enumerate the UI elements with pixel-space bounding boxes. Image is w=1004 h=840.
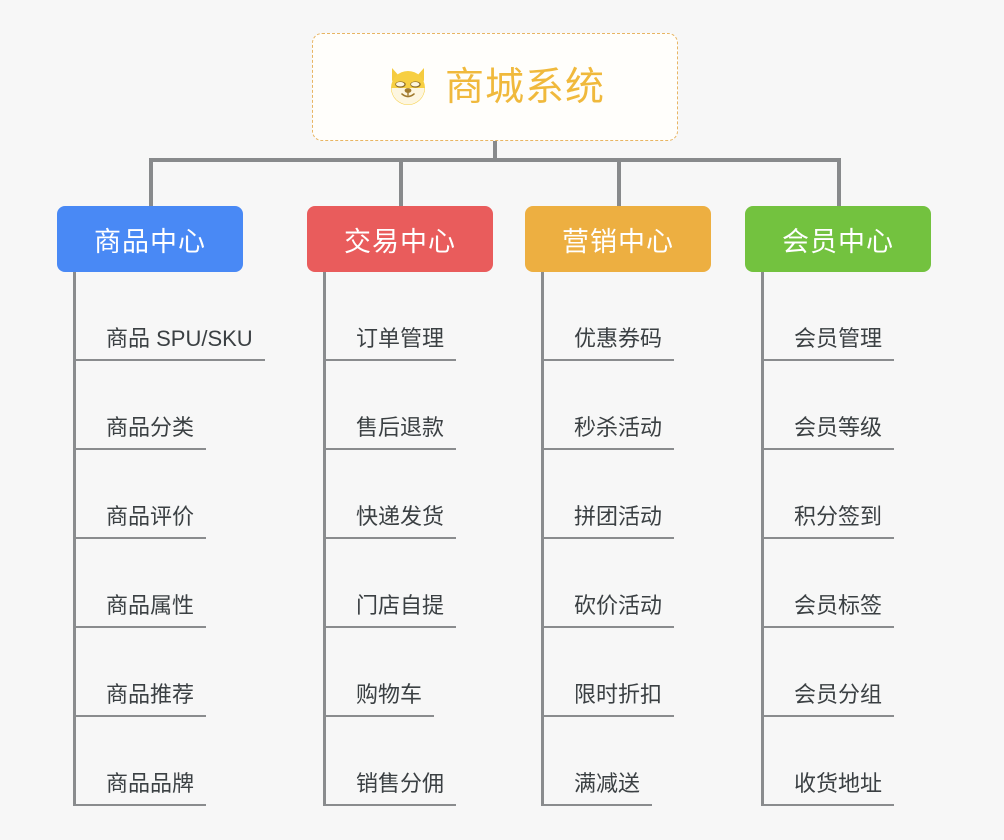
leaf-label: 商品推荐	[76, 684, 207, 717]
leaf-item[interactable]: 商品推荐	[73, 628, 289, 717]
shiba-dog-face-icon	[385, 64, 431, 110]
leaf-item[interactable]: 售后退款	[323, 361, 539, 450]
leaf-label: 优惠券码	[544, 328, 675, 361]
branch-trade-center: 交易中心 订单管理 售后退款 快递发货 门店自提 购物车 销售分佣	[307, 206, 539, 806]
branch-trunk-line	[73, 272, 76, 806]
branch-trunk-line	[541, 272, 544, 806]
leaf-item[interactable]: 优惠券码	[541, 272, 757, 361]
connector-drop-trade-center	[399, 158, 403, 206]
leaf-item[interactable]: 购物车	[323, 628, 539, 717]
leaf-label: 拼团活动	[544, 506, 675, 539]
leaf-list: 优惠券码 秒杀活动 拼团活动 砍价活动 限时折扣 满减送	[541, 272, 757, 806]
leaf-item[interactable]: 限时折扣	[541, 628, 757, 717]
leaf-label: 秒杀活动	[544, 417, 675, 450]
leaf-label: 商品 SPU/SKU	[76, 328, 265, 361]
leaf-item[interactable]: 会员标签	[761, 539, 977, 628]
leaf-label: 订单管理	[326, 328, 457, 361]
leaf-item[interactable]: 会员等级	[761, 361, 977, 450]
category-label: 交易中心	[344, 226, 456, 257]
branch-member-center: 会员中心 会员管理 会员等级 积分签到 会员标签 会员分组 收货地址	[745, 206, 977, 806]
leaf-item[interactable]: 商品分类	[73, 361, 289, 450]
leaf-item[interactable]: 门店自提	[323, 539, 539, 628]
leaf-label: 会员标签	[764, 595, 895, 628]
leaf-item[interactable]: 砍价活动	[541, 539, 757, 628]
connector-drop-marketing-center	[617, 158, 621, 206]
leaf-item[interactable]: 商品 SPU/SKU	[73, 272, 289, 361]
connector-horizontal-bus	[149, 158, 841, 162]
leaf-label: 积分签到	[764, 506, 895, 539]
leaf-item[interactable]: 销售分佣	[323, 717, 539, 806]
leaf-label: 门店自提	[326, 595, 457, 628]
leaf-item[interactable]: 会员分组	[761, 628, 977, 717]
leaf-item[interactable]: 拼团活动	[541, 450, 757, 539]
leaf-item[interactable]: 会员管理	[761, 272, 977, 361]
leaf-label: 商品评价	[76, 506, 207, 539]
branch-trunk-line	[761, 272, 764, 806]
leaf-item[interactable]: 商品属性	[73, 539, 289, 628]
leaf-item[interactable]: 订单管理	[323, 272, 539, 361]
leaf-list: 商品 SPU/SKU 商品分类 商品评价 商品属性 商品推荐 商品品牌	[73, 272, 289, 806]
category-header-product-center[interactable]: 商品中心	[57, 206, 243, 272]
root-node[interactable]: 商城系统	[312, 33, 678, 141]
leaf-list: 会员管理 会员等级 积分签到 会员标签 会员分组 收货地址	[761, 272, 977, 806]
leaf-label: 商品分类	[76, 417, 207, 450]
leaf-label: 收货地址	[764, 773, 895, 806]
category-header-trade-center[interactable]: 交易中心	[307, 206, 493, 272]
branch-trunk-line	[323, 272, 326, 806]
category-label: 营销中心	[562, 226, 674, 257]
root-title: 商城系统	[444, 65, 605, 109]
leaf-item[interactable]: 商品评价	[73, 450, 289, 539]
category-header-marketing-center[interactable]: 营销中心	[525, 206, 711, 272]
leaf-branch: 商品 SPU/SKU 商品分类 商品评价 商品属性 商品推荐 商品品牌	[73, 272, 289, 806]
leaf-item[interactable]: 秒杀活动	[541, 361, 757, 450]
leaf-item[interactable]: 快递发货	[323, 450, 539, 539]
category-label: 会员中心	[782, 226, 894, 257]
category-label: 商品中心	[94, 226, 206, 257]
leaf-label: 商品属性	[76, 595, 207, 628]
leaf-branch: 会员管理 会员等级 积分签到 会员标签 会员分组 收货地址	[761, 272, 977, 806]
connector-drop-member-center	[837, 158, 841, 206]
leaf-label: 销售分佣	[326, 773, 457, 806]
leaf-label: 满减送	[544, 773, 653, 806]
leaf-label: 购物车	[326, 684, 435, 717]
branch-product-center: 商品中心 商品 SPU/SKU 商品分类 商品评价 商品属性 商品推荐 商品品牌	[57, 206, 289, 806]
category-header-member-center[interactable]: 会员中心	[745, 206, 931, 272]
leaf-item[interactable]: 积分签到	[761, 450, 977, 539]
connector-drop-product-center	[149, 158, 153, 206]
leaf-label: 售后退款	[326, 417, 457, 450]
leaf-label: 会员等级	[764, 417, 895, 450]
leaf-branch: 订单管理 售后退款 快递发货 门店自提 购物车 销售分佣	[323, 272, 539, 806]
connector-root-stem	[493, 141, 497, 161]
leaf-label: 快递发货	[326, 506, 457, 539]
leaf-label: 商品品牌	[76, 773, 207, 806]
leaf-branch: 优惠券码 秒杀活动 拼团活动 砍价活动 限时折扣 满减送	[541, 272, 757, 806]
leaf-list: 订单管理 售后退款 快递发货 门店自提 购物车 销售分佣	[323, 272, 539, 806]
leaf-item[interactable]: 收货地址	[761, 717, 977, 806]
leaf-label: 会员管理	[764, 328, 895, 361]
leaf-item[interactable]: 满减送	[541, 717, 757, 806]
leaf-label: 砍价活动	[544, 595, 675, 628]
leaf-label: 会员分组	[764, 684, 895, 717]
leaf-label: 限时折扣	[544, 684, 675, 717]
leaf-item[interactable]: 商品品牌	[73, 717, 289, 806]
branch-marketing-center: 营销中心 优惠券码 秒杀活动 拼团活动 砍价活动 限时折扣 满减送	[525, 206, 757, 806]
